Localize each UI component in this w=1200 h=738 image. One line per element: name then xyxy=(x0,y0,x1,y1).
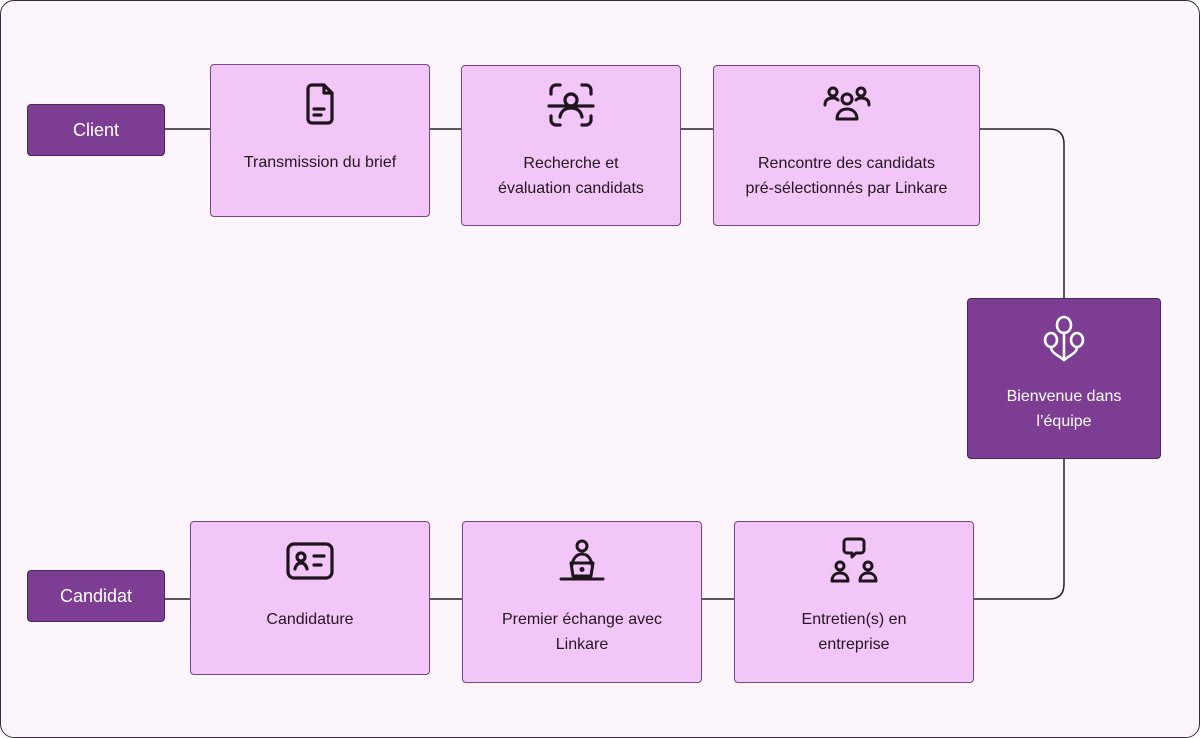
step-transmission-brief: Transmission du brief xyxy=(210,64,430,217)
start-node-candidat: Candidat xyxy=(27,570,165,622)
step-entretien-entreprise: Entretien(s) en entreprise xyxy=(734,521,974,683)
document-icon xyxy=(294,78,346,130)
step-bienvenue-equipe-label: Bienvenue dans l’équipe xyxy=(1006,388,1122,430)
step-recherche-evaluation: Recherche et évaluation candidats xyxy=(461,65,681,226)
face-scan-icon xyxy=(545,79,597,131)
step-rencontre-candidats: Rencontre des candidats pré-sélectionnés… xyxy=(713,65,980,226)
balloons-icon xyxy=(1038,312,1090,364)
step-candidature: Candidature xyxy=(190,521,430,675)
step-candidature-label: Candidature xyxy=(266,611,354,628)
user-group-icon xyxy=(821,79,873,131)
step-entretien-entreprise-label: Entretien(s) en entreprise xyxy=(801,611,907,653)
step-premier-echange-label: Premier échange avec Linkare xyxy=(501,611,663,653)
step-rencontre-candidats-label: Rencontre des candidats pré-sélectionnés… xyxy=(745,155,948,197)
connector-rencontre-bienvenue xyxy=(980,128,1065,298)
id-card-icon xyxy=(284,535,336,587)
start-node-client-label: Client xyxy=(72,119,120,140)
connector-entretien-bienvenue xyxy=(974,459,1065,600)
interview-chat-icon xyxy=(828,535,880,587)
step-transmission-brief-label: Transmission du brief xyxy=(243,154,397,171)
step-premier-echange: Premier échange avec Linkare xyxy=(462,521,702,683)
start-node-candidat-label: Candidat xyxy=(59,585,133,606)
step-bienvenue-equipe: Bienvenue dans l’équipe xyxy=(967,298,1161,459)
step-recherche-evaluation-label: Recherche et évaluation candidats xyxy=(498,155,644,197)
person-laptop-icon xyxy=(556,535,608,587)
start-node-client: Client xyxy=(27,104,165,156)
